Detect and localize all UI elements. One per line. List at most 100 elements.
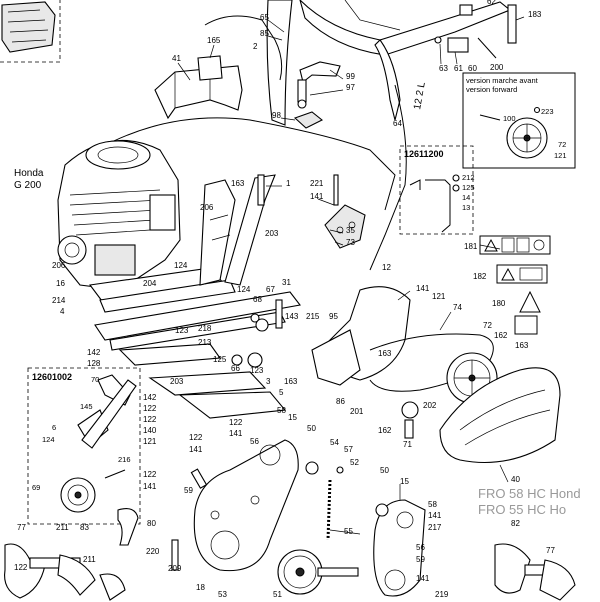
pin-59 — [190, 468, 208, 489]
callout-142: 142 — [87, 348, 101, 357]
engine-honda — [57, 139, 181, 291]
callout-77: 77 — [546, 546, 555, 555]
callout-99: 99 — [346, 72, 355, 81]
chassis-frame — [94, 291, 301, 341]
callout-65: 65 — [260, 13, 269, 22]
callout-141: 141 — [229, 429, 243, 438]
belt-guard-40 — [439, 367, 561, 464]
callout-121: 121 — [432, 292, 446, 301]
callout-221: 221 — [310, 179, 324, 188]
callout-41: 41 — [172, 54, 181, 63]
callout-64: 64 — [393, 119, 402, 128]
gear-51 — [277, 549, 359, 595]
callout-40: 40 — [511, 475, 520, 484]
callout-122: 122 — [14, 563, 28, 572]
key-71 — [404, 419, 414, 439]
box-version-forward: version marche avant version forward 223… — [462, 72, 576, 169]
callout-53: 53 — [218, 590, 227, 599]
callout-2: 2 — [253, 42, 258, 51]
bushing-125 — [231, 354, 243, 366]
callout-203: 203 — [265, 229, 279, 238]
warning-labels: 181 182 180 — [464, 235, 551, 335]
callout-51: 51 — [273, 590, 282, 599]
callout-211: 211 — [83, 555, 96, 564]
nut-63 — [434, 36, 442, 44]
warning-181: 181 — [464, 242, 478, 251]
callout-74: 74 — [453, 303, 462, 312]
callout-62: 62 — [487, 0, 496, 6]
callout-85: 85 — [260, 29, 269, 38]
bolt-200 — [477, 37, 497, 59]
callout-1: 1 — [286, 179, 291, 188]
callout-86: 86 — [336, 397, 345, 406]
callout-56: 56 — [250, 437, 259, 446]
box-12601002-part-216: 216 — [118, 455, 131, 464]
callout-163: 163 — [231, 179, 245, 188]
callout-213: 213 — [198, 338, 212, 347]
callout-125: 125 — [213, 355, 227, 364]
callout-55: 55 — [344, 527, 353, 536]
callout-122: 122 — [143, 415, 157, 424]
callout-141: 141 — [416, 284, 430, 293]
cap-165 — [197, 55, 223, 81]
callout-123: 123 — [175, 326, 189, 335]
plate-98 — [293, 111, 324, 129]
callout-3: 3 — [266, 377, 271, 386]
callout-98: 98 — [272, 111, 281, 120]
callout-95: 95 — [329, 312, 338, 321]
callout-16: 16 — [56, 279, 65, 288]
bushing-66 — [247, 352, 263, 368]
box-12611200: 12611200 212 125 14 13 — [399, 145, 475, 235]
callout-97: 97 — [346, 83, 355, 92]
tine-80 — [117, 508, 139, 546]
callout-141: 141 — [428, 511, 442, 520]
callout-140: 140 — [143, 426, 157, 435]
warning-180: 180 — [492, 299, 506, 308]
box-12611200-part-125: 125 — [462, 183, 475, 192]
watermark-line1: FRO 58 HC Hond — [478, 486, 581, 501]
column-1 — [199, 174, 276, 286]
pulley-202 — [401, 401, 419, 419]
pin-209 — [171, 539, 179, 571]
callout-73: 73 — [346, 238, 355, 247]
callout-204: 204 — [143, 279, 157, 288]
callout-142: 142 — [143, 393, 157, 402]
callout-67: 67 — [266, 285, 275, 294]
callout-54: 54 — [330, 438, 339, 447]
box-12611200-part-13: 13 — [462, 203, 470, 212]
chain-case-left — [193, 439, 299, 572]
callout-128: 128 — [87, 359, 101, 368]
callout-57: 57 — [344, 445, 353, 454]
callout-5: 5 — [279, 388, 284, 397]
callout-123: 123 — [250, 366, 264, 375]
callout-183: 183 — [528, 10, 542, 19]
callout-214: 214 — [52, 296, 66, 305]
callout-162: 162 — [378, 426, 392, 435]
callout-18: 18 — [196, 583, 205, 592]
frame-rail-4 — [99, 279, 236, 313]
callout-15: 15 — [400, 477, 409, 486]
box-12601002-title: 12601002 — [32, 372, 72, 382]
callout-141: 141 — [189, 445, 203, 454]
callout-56: 56 — [416, 543, 425, 552]
bearing-50b — [375, 503, 389, 517]
box-forward-part-72: 72 — [558, 140, 566, 149]
box-12601002-part-69: 69 — [32, 483, 40, 492]
callout-50: 50 — [380, 466, 389, 475]
plate-128 — [118, 343, 222, 366]
hood-41 — [154, 55, 243, 120]
callout-35: 35 — [346, 226, 355, 235]
callout-71: 71 — [403, 440, 412, 449]
bushing-68 — [255, 318, 269, 332]
plate-3 — [148, 371, 267, 396]
callout-52: 52 — [350, 458, 359, 467]
box-forward-title-en: version forward — [466, 85, 517, 94]
box-forward-part-100: 100 — [503, 114, 516, 123]
callout-12: 12 — [382, 263, 391, 272]
callout-215: 215 — [306, 312, 320, 321]
callout-124: 124 — [237, 285, 251, 294]
grip-183 — [507, 4, 517, 44]
callout-4: 4 — [60, 307, 65, 316]
box-forward-part-223: 223 — [541, 107, 554, 116]
